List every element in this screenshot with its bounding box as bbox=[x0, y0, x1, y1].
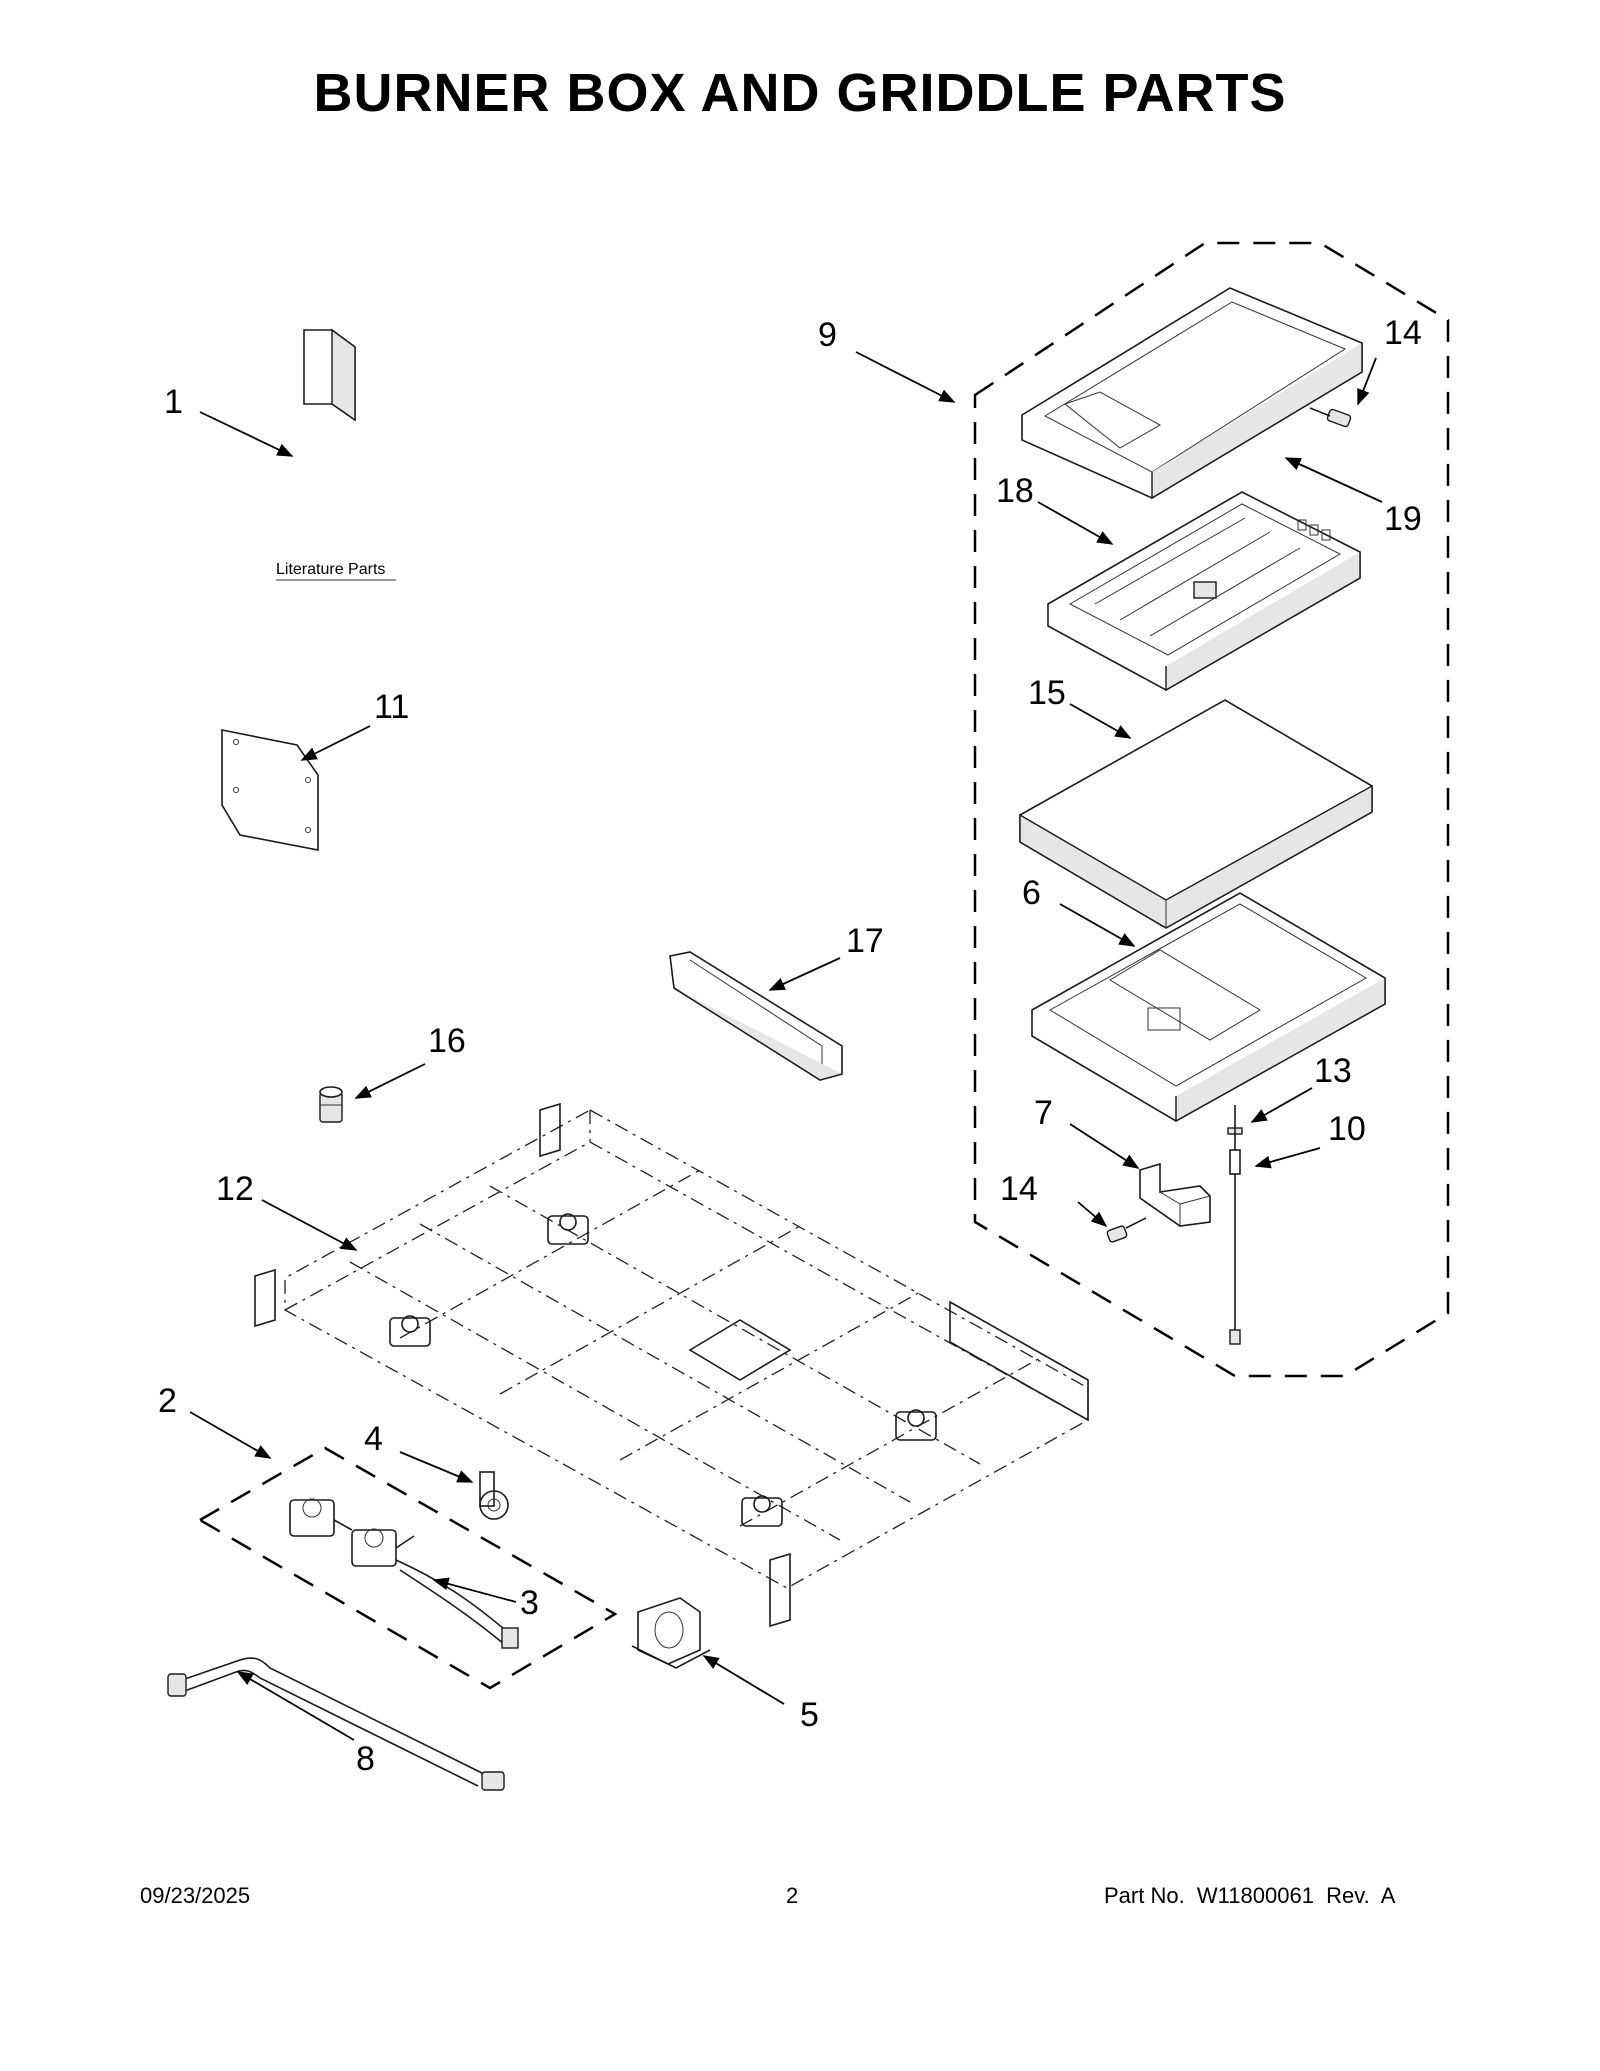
bracket-screw[interactable] bbox=[1106, 1217, 1147, 1243]
panel-bracket[interactable] bbox=[221, 729, 319, 851]
callout-18: 18 bbox=[996, 472, 1034, 510]
heating-element-frame[interactable] bbox=[1047, 491, 1361, 692]
gas-fitting[interactable] bbox=[319, 1086, 343, 1123]
insulation-pad[interactable] bbox=[1019, 699, 1373, 929]
callout-17: 17 bbox=[846, 922, 884, 960]
valve-assembly-boundary bbox=[197, 1446, 618, 1690]
callout-11: 11 bbox=[374, 688, 409, 726]
griddle-assembly-boundary bbox=[973, 241, 1450, 1378]
callout-14-bottom: 14 bbox=[1000, 1170, 1038, 1208]
griddle-screw-top[interactable] bbox=[1309, 407, 1352, 428]
footer-page-number: 2 bbox=[786, 1883, 799, 1908]
callout-5: 5 bbox=[800, 1696, 819, 1734]
igniter-spark-module[interactable] bbox=[479, 1471, 509, 1520]
probe-bracket[interactable] bbox=[1139, 1162, 1211, 1227]
callout-1: 1 bbox=[164, 383, 183, 421]
burner-box[interactable] bbox=[254, 1102, 1089, 1628]
literature-parts[interactable] bbox=[303, 328, 356, 422]
callout-3: 3 bbox=[520, 1584, 539, 1622]
gas-supply-pipe[interactable] bbox=[167, 1657, 505, 1791]
callout-6: 6 bbox=[1022, 874, 1041, 912]
callout-2: 2 bbox=[158, 1382, 177, 1420]
callout-15: 15 bbox=[1028, 674, 1066, 712]
page-title: BURNER BOX AND GRIDDLE PARTS bbox=[313, 63, 1287, 123]
temperature-probe[interactable] bbox=[1227, 1105, 1243, 1345]
footer-part-number: Part No. W11800061 Rev. A bbox=[1104, 1883, 1396, 1908]
valve-manifold[interactable] bbox=[289, 1498, 519, 1649]
callout-13: 13 bbox=[1314, 1052, 1352, 1090]
leader-lines bbox=[189, 351, 1383, 1741]
griddle-pan[interactable] bbox=[1031, 892, 1386, 1123]
callout-10: 10 bbox=[1328, 1110, 1366, 1148]
callout-16: 16 bbox=[428, 1022, 466, 1060]
callout-4: 4 bbox=[364, 1420, 383, 1458]
callout-14-top: 14 bbox=[1384, 314, 1422, 352]
gas-regulator[interactable] bbox=[631, 1597, 711, 1669]
callout-7: 7 bbox=[1034, 1094, 1053, 1132]
callout-9: 9 bbox=[818, 316, 837, 354]
footer-date: 09/23/2025 bbox=[140, 1883, 251, 1908]
callout-8: 8 bbox=[356, 1740, 375, 1778]
grease-trough[interactable] bbox=[669, 951, 843, 1081]
griddle-plate[interactable] bbox=[1021, 287, 1363, 500]
callout-labels: 1 11 9 14 19 18 15 6 17 16 13 10 7 14 12… bbox=[158, 314, 1422, 1778]
callout-12: 12 bbox=[216, 1170, 254, 1208]
literature-label: Literature Parts bbox=[276, 561, 385, 578]
callout-19: 19 bbox=[1384, 500, 1422, 538]
